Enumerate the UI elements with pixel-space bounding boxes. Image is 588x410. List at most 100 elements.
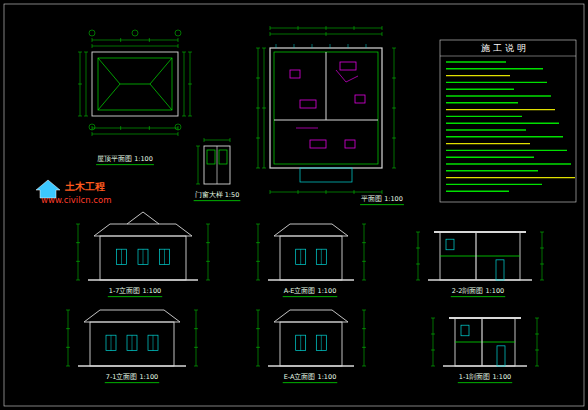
cad-line [535, 366, 539, 367]
cad-rect [310, 140, 326, 148]
cad-rect [148, 335, 158, 350]
cad-line [431, 318, 435, 319]
view-title: 平面图 1:100 [360, 196, 404, 203]
cad-line [86, 52, 87, 116]
cad-line [440, 56, 576, 57]
cad-line [217, 146, 218, 184]
cad-line [92, 44, 93, 48]
cad-line [535, 334, 539, 335]
cad-rect [340, 62, 356, 70]
cad-line [256, 328, 260, 329]
cad-line [540, 264, 544, 265]
cad-line [326, 190, 327, 194]
cad-line [446, 136, 563, 137]
cad-rect [117, 249, 127, 264]
cad-line [336, 70, 358, 82]
cad-line [194, 200, 241, 201]
cad-rect [345, 140, 355, 148]
view-title: 2-2剖面图 1:100 [451, 288, 505, 295]
cad-line [230, 138, 231, 142]
cad-line [298, 26, 299, 30]
cad-line [440, 256, 520, 257]
cad-line [296, 128, 318, 129]
cad-line [149, 38, 150, 42]
cad-rect [219, 150, 227, 164]
cad-rect [160, 249, 170, 264]
cad-line [68, 310, 69, 366]
view-title: E-A立面图 1:100 [283, 374, 338, 381]
cad-line [164, 249, 165, 264]
cad-line [182, 116, 186, 117]
cad-rect [90, 322, 174, 366]
cad-line [326, 52, 327, 120]
cad-line [120, 126, 121, 130]
cad-line [433, 318, 434, 366]
cad-rect [290, 70, 300, 78]
cad-rect [316, 249, 326, 264]
cad-line [256, 280, 260, 281]
cad-line [92, 134, 178, 135]
cad-line [262, 48, 266, 49]
cad-line [364, 310, 365, 366]
cad-line [535, 350, 539, 351]
cad-line [449, 317, 521, 319]
cad-rect [270, 48, 382, 168]
cad-line [66, 347, 70, 348]
cad-line [362, 328, 366, 329]
cad-line [92, 46, 178, 47]
cad-line [283, 296, 338, 297]
cad-line [188, 52, 192, 53]
cad-line [392, 108, 396, 109]
axis-bubble [89, 124, 95, 130]
cad-line [206, 242, 210, 243]
cad-line [362, 280, 366, 281]
cad-line [262, 108, 266, 109]
cad-line [446, 170, 538, 171]
cad-line [418, 232, 419, 280]
cad-rect [497, 346, 505, 366]
view-title: 屋顶平面图 1:100 [96, 156, 154, 163]
cad-line [94, 224, 192, 236]
cad-line [188, 84, 192, 85]
cad-line [382, 32, 383, 36]
cad-line [330, 44, 331, 48]
cad-line [416, 280, 420, 281]
cad-line [256, 242, 260, 243]
cad-line [274, 120, 378, 121]
cad-line [312, 44, 313, 48]
view-title: 1-7立面图 1:100 [108, 288, 162, 295]
cad-line [92, 128, 178, 129]
cad-line [354, 26, 355, 30]
cad-line [196, 310, 197, 366]
cad-line [446, 109, 555, 110]
cad-line [446, 68, 543, 69]
cad-rect [280, 322, 342, 366]
cad-line [274, 224, 348, 236]
cad-line [446, 95, 551, 96]
cad-line [270, 26, 271, 30]
cad-line [66, 328, 70, 329]
cad-rect [461, 325, 469, 336]
cad-line [194, 347, 198, 348]
cad-line [105, 382, 159, 383]
cad-rect [204, 146, 230, 184]
cad-line [446, 88, 514, 89]
cad-line [256, 347, 260, 348]
cad-line [143, 249, 144, 264]
cad-line [196, 146, 200, 147]
cad-line [300, 249, 301, 264]
cad-line [78, 52, 82, 53]
axis-bubble [89, 30, 95, 36]
cad-line [446, 116, 522, 117]
cad-line [178, 38, 179, 42]
cad-rect [296, 335, 306, 350]
cad-line [66, 310, 70, 311]
cad-rect [316, 335, 326, 350]
cad-line [256, 78, 260, 79]
watermark: www.civilcn.com [40, 196, 112, 205]
cad-line [455, 342, 515, 343]
cad-line [66, 366, 70, 367]
cad-line [206, 261, 210, 262]
cad-line [96, 164, 154, 165]
cad-line [540, 232, 544, 233]
